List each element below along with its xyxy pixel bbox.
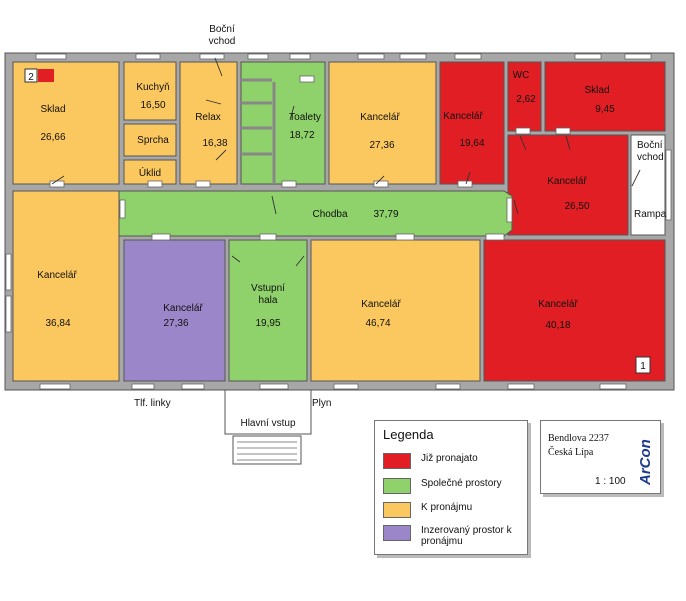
marker-2-red <box>38 69 54 82</box>
main-entrance-label: Hlavní vstup <box>240 418 295 429</box>
exterior-labels: Boční vchod Boční vchod Rampa Hlavní vst… <box>134 24 667 429</box>
title-block: Bendlova 2237 Česká Lípa 1 : 100 ArCon <box>540 420 661 494</box>
logo-text: ArCon <box>637 439 654 486</box>
room-kancelar-4674 <box>310 239 481 382</box>
address-city: Česká Lípa <box>548 447 594 458</box>
room-name-kancel-15: Kancelář <box>361 299 401 310</box>
legend-label-rented: Již pronajato <box>421 453 478 464</box>
ramp-label: Rampa <box>634 209 667 220</box>
legend-item-for-rent: K pronájmu <box>383 502 521 518</box>
room-area-kancel-15: 46,74 <box>365 318 390 329</box>
legend-label-advertised: Inzerovaný prostor k pronájmu <box>421 525 512 547</box>
room-name-vstupn-hala-14-0: Vstupní <box>251 283 285 294</box>
room-area-toalety-5: 18,72 <box>289 130 314 141</box>
room-area-sklad-0: 26,66 <box>40 132 65 143</box>
room-name-kancel-13: Kancelář <box>163 303 203 314</box>
room-name-kancel-7: Kancelář <box>443 111 483 122</box>
room-name-kuchy-1: Kuchyň <box>136 82 169 93</box>
legend-item-common: Společné prostory <box>383 478 521 494</box>
legend-swatch-advertised <box>383 525 411 541</box>
toilet-cubicles <box>241 78 276 184</box>
room-area-relax-4: 16,38 <box>202 138 227 149</box>
room-name-kancel-16: Kancelář <box>538 299 578 310</box>
room-sprcha <box>123 123 177 157</box>
marker-2-box <box>24 68 38 83</box>
room-chodba <box>118 190 513 237</box>
room-kancelar-2736-top <box>328 61 437 185</box>
room-name-sklad-0: Sklad <box>40 104 65 115</box>
address-street: Bendlova 2237 <box>548 433 609 444</box>
legend-swatch-for-rent <box>383 502 411 518</box>
room-name-vstupn-hala-14-1: hala <box>259 295 278 306</box>
room-name-relax-4: Relax <box>195 112 221 123</box>
room-name-kancel-10: Kancelář <box>547 176 587 187</box>
room-area-kancel-7: 19,64 <box>459 138 484 149</box>
legend-title: Legenda <box>383 427 434 442</box>
room-area-wc-8: 2,62 <box>516 94 536 105</box>
room-area-vstupn-hala-14: 19,95 <box>255 318 280 329</box>
room-area-kancel-6: 27,36 <box>369 140 394 151</box>
side-entrance-top-label-2: vchod <box>209 36 236 47</box>
room-area-chodba-11: 37,79 <box>373 209 398 220</box>
legend-item-rented: Již pronajato <box>383 453 521 469</box>
marker-2: 2 <box>28 72 34 83</box>
room-area-kancel-12: 36,84 <box>45 318 70 329</box>
room-area-kancel-16: 40,18 <box>545 320 570 331</box>
room-name-kancel-6: Kancelář <box>360 112 400 123</box>
room-relax <box>179 61 238 185</box>
room-kuchyn <box>123 61 177 121</box>
gas-label: Plyn <box>312 398 331 409</box>
room-kancelar-4018 <box>483 239 666 382</box>
room-sklad-2 <box>544 61 666 132</box>
room-name-kancel-12: Kancelář <box>37 270 77 281</box>
legend-label-common: Společné prostory <box>421 478 502 489</box>
legend: Legenda Již pronajato Společné prostory … <box>374 420 528 555</box>
room-kancelar-2736-purple <box>123 239 226 382</box>
room-area-kancel-10: 26,50 <box>564 201 589 212</box>
side-entrance-top-label-1: Boční <box>209 24 235 35</box>
room-area-kancel-13: 27,36 <box>163 318 188 329</box>
room-area-sklad-9: 9,45 <box>595 104 615 115</box>
room-kancelar-3684 <box>12 190 120 382</box>
scale-label: 1 : 100 <box>595 476 626 487</box>
legend-swatch-common <box>383 478 411 494</box>
marker-1-box <box>635 356 651 374</box>
room-kancelar-1964 <box>439 61 505 185</box>
main-entrance-porch <box>224 389 312 465</box>
room-vstupni-hala <box>228 239 308 382</box>
room-kancelar-2650 <box>507 134 629 236</box>
legend-swatch-rented <box>383 453 411 469</box>
room-name--klid-3: Úklid <box>139 166 161 179</box>
room-name-wc-8: WC <box>513 70 530 81</box>
room-name-toalety-5: Toalety <box>289 112 321 123</box>
room-area-kuchy-1: 16,50 <box>140 100 165 111</box>
legend-item-advertised: Inzerovaný prostor k pronájmu <box>383 525 521 547</box>
room-name-chodba-11: Chodba <box>312 209 347 220</box>
legend-label-for-rent: K pronájmu <box>421 502 473 513</box>
phone-lines-label: Tlf. linky <box>134 398 171 409</box>
arcon-logo: ArCon <box>637 439 654 486</box>
wall-openings <box>5 53 672 390</box>
room-rampa-area <box>630 134 666 236</box>
room-name-sklad-9: Sklad <box>584 85 609 96</box>
side-entrance-right-label-1: Boční <box>637 140 663 151</box>
side-entrance-right-label-2: vchod <box>637 152 664 163</box>
marker-1: 1 <box>640 361 646 372</box>
room-name-sprcha-2: Sprcha <box>137 135 169 146</box>
